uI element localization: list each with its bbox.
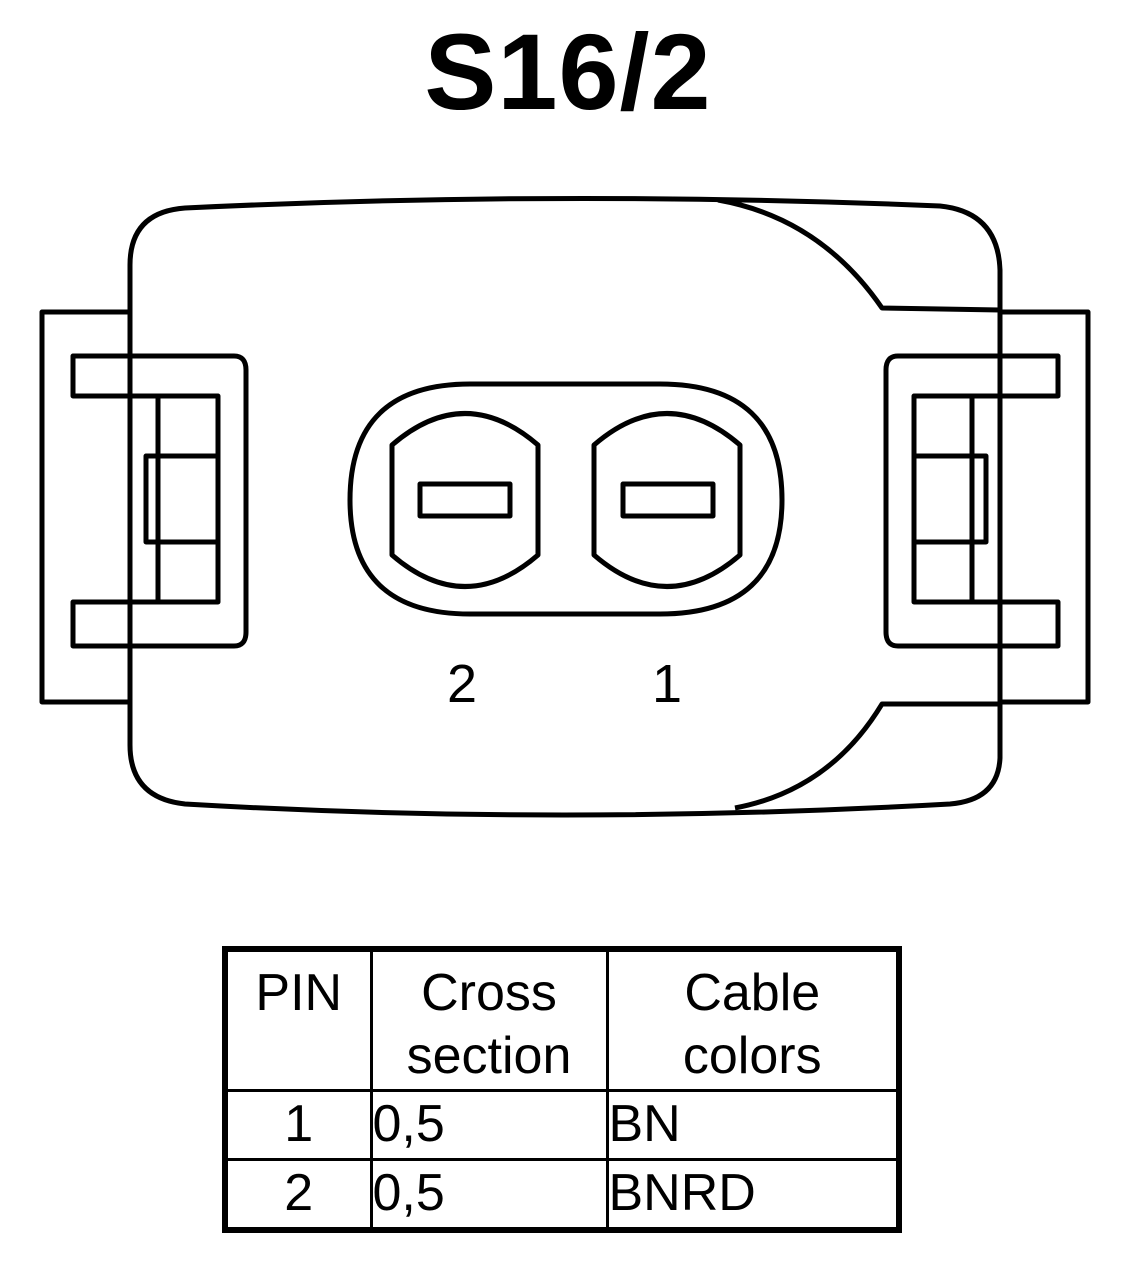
table-row: 2 0,5 BNRD: [223, 1157, 901, 1232]
pin-label-1: 1: [652, 654, 682, 714]
pin-table: PIN Cross section Cable colors 1 0,5 BN …: [222, 946, 902, 1233]
diagram-title: S16/2: [424, 11, 712, 132]
pin-cavity-2: [389, 411, 541, 589]
left-latch-block: [143, 453, 221, 545]
pin-label-2: 2: [447, 654, 477, 714]
right-latch-outer: [1000, 309, 1091, 705]
table-row: 1 0,5 BN: [223, 1088, 901, 1161]
left-latch-outer: [39, 309, 130, 705]
cell-cable-color: BN: [605, 1088, 901, 1161]
cell-cross-section: 0,5: [369, 1088, 609, 1161]
pin-well: [347, 381, 785, 617]
right-latch-block: [911, 453, 989, 545]
pin-contact-2: [417, 481, 513, 519]
header-pin: PIN: [223, 947, 373, 1092]
keying-curve-top: [717, 197, 1001, 313]
right-latch-arm: [883, 353, 1061, 649]
cell-cable-color: BNRD: [605, 1157, 901, 1232]
pin-contact-1: [620, 481, 716, 519]
table-header-row: PIN Cross section Cable colors: [223, 947, 901, 1092]
pin-cavity-1: [591, 411, 743, 589]
cell-pin: 2: [223, 1157, 373, 1232]
left-latch-arm: [70, 353, 249, 649]
connector-housing: [127, 195, 1003, 818]
header-cross-section: Cross section: [369, 947, 609, 1092]
header-cable-colors: Cable colors: [605, 947, 901, 1092]
cell-pin: 1: [223, 1088, 373, 1161]
connector-drawing: 2 1: [39, 195, 1091, 818]
keying-curve-bottom: [734, 701, 1000, 811]
cell-cross-section: 0,5: [369, 1157, 609, 1232]
